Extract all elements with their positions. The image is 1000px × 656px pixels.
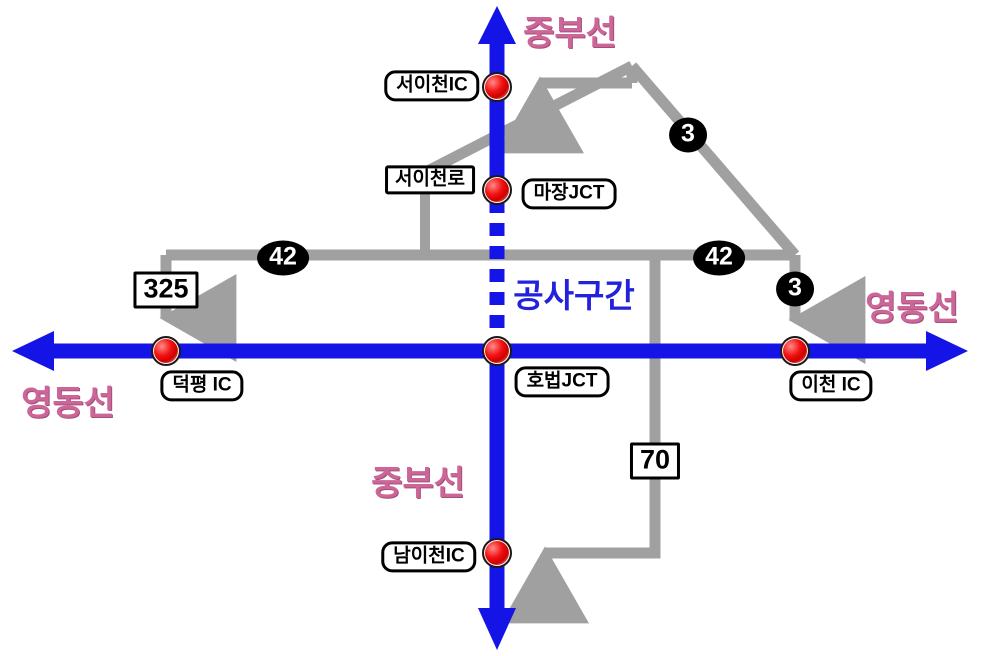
route-name-jungbu-top: 중부선	[523, 14, 617, 53]
label-majang-jct[interactable]: 마장JCT	[521, 178, 617, 210]
node-deokpyeong-ic[interactable]	[151, 336, 181, 366]
expressway-jungbu-south-arrowhead	[478, 608, 516, 650]
shield-42-east[interactable]: 42	[693, 240, 745, 276]
route-name-yeongdong-left: 영동선	[21, 384, 115, 423]
label-icheon-ic[interactable]: 이천 IC	[789, 370, 873, 402]
shield-3-lower[interactable]: 3	[776, 271, 814, 307]
shield-325[interactable]: 325	[133, 271, 199, 309]
shield-3-upper[interactable]: 3	[669, 117, 707, 153]
road-3-southeast-diagonal	[627, 62, 800, 259]
node-hobeop-jct[interactable]	[482, 336, 512, 366]
label-hobeop-jct[interactable]: 호법JCT	[514, 366, 610, 398]
shield-70[interactable]: 70	[629, 442, 681, 480]
label-deokpyeong-ic[interactable]: 덕평 IC	[160, 370, 244, 402]
route-name-jungbu-bottom: 중부선	[371, 464, 465, 503]
shield-42-west[interactable]: 42	[257, 240, 309, 276]
label-namicheon-ic[interactable]: 남이천IC	[381, 541, 477, 573]
expressway-yeongdong-west-arrowhead	[12, 331, 54, 371]
expressway-jungbu-north-arrowhead	[478, 6, 516, 44]
node-icheon-ic[interactable]	[780, 336, 810, 366]
node-namicheon-ic[interactable]	[482, 538, 512, 568]
route-name-yeongdong-right: 영동선	[865, 289, 959, 328]
label-seoicheon-ro[interactable]: 서이천로	[385, 165, 475, 195]
expressway-yeongdong-east-arrowhead	[926, 331, 968, 371]
construction-label: 공사구간	[513, 277, 635, 314]
node-seoicheon-ic[interactable]	[482, 72, 512, 102]
label-seoicheon-ic[interactable]: 서이천IC	[384, 70, 480, 102]
node-majang-jct[interactable]	[482, 175, 512, 205]
